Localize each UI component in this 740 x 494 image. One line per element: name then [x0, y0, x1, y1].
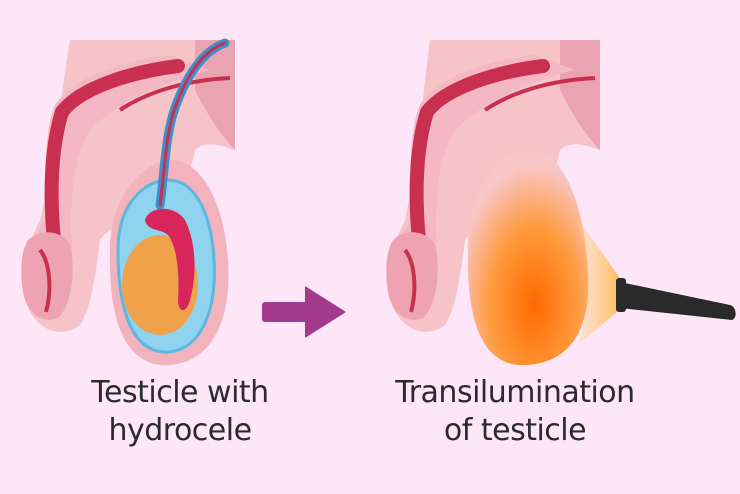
flashlight: [620, 282, 736, 320]
illuminated-scrotum: [467, 150, 589, 366]
caption-transillumination-line-2: of testicle: [443, 413, 587, 448]
arrow: [262, 286, 346, 338]
caption-transillumination-line-1: Transilumination: [395, 375, 635, 410]
light-beam: [575, 215, 625, 345]
caption-transillumination: Transilumination of testicle: [390, 374, 640, 450]
left-epididymis: [145, 208, 195, 311]
caption-hydrocele: Testicle with hydrocele: [60, 374, 300, 450]
caption-hydrocele-line-1: Testicle with: [91, 375, 269, 410]
left-anatomy: [21, 38, 235, 366]
right-anatomy: [386, 40, 736, 366]
caption-hydrocele-line-2: hydrocele: [108, 413, 252, 448]
